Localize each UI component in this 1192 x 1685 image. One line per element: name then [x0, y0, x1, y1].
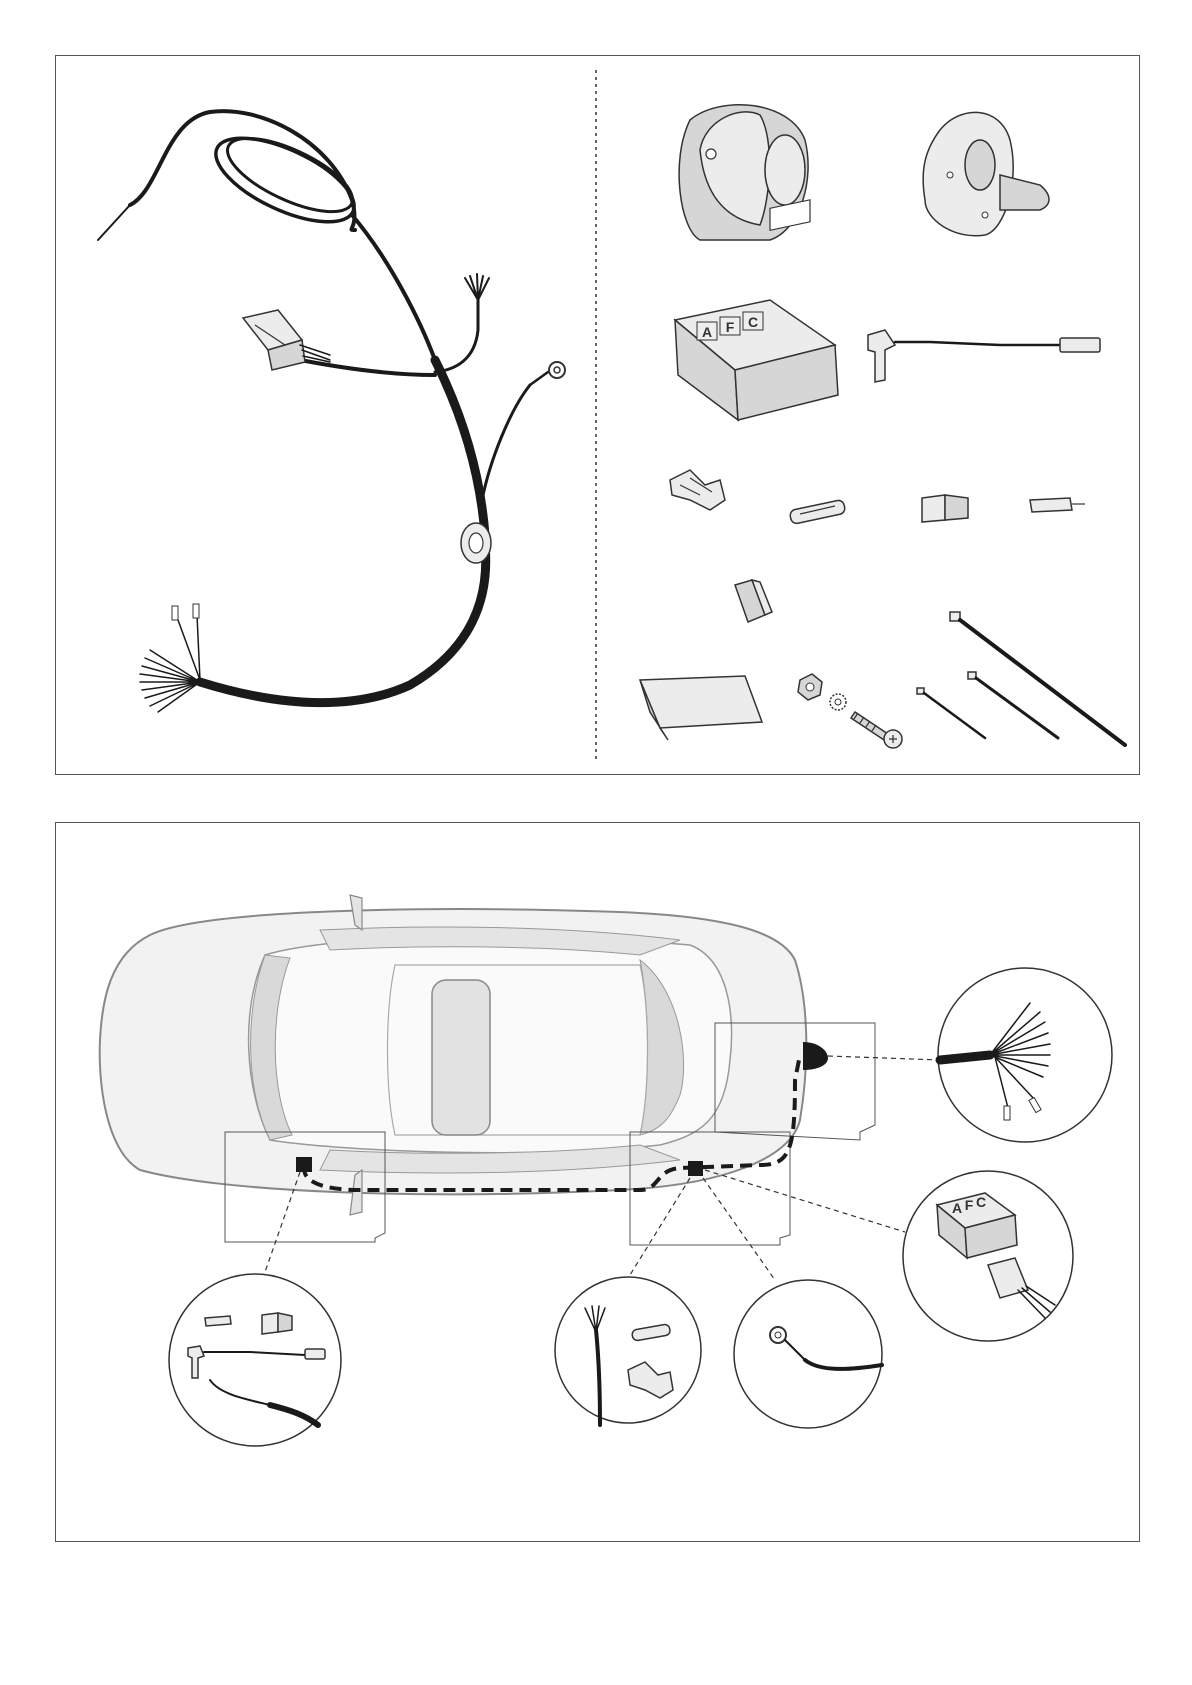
flat-terminal-icon: [1030, 498, 1085, 512]
module-logo-letter: F: [965, 1197, 974, 1213]
detail-circle-front-connection: [169, 1274, 341, 1446]
detail-circle-ground-terminal: [734, 1280, 882, 1428]
detail-circle-control-module: A F C: [903, 1171, 1073, 1341]
detail-circle-fuse-splice: [555, 1277, 701, 1425]
ring-terminal-icon: [549, 362, 565, 378]
fuse-tap-cable-icon: [868, 330, 1100, 382]
detail-circle-rear-wires: [938, 968, 1112, 1142]
module-logo-letter: C: [976, 1194, 986, 1210]
wiring-harness: [98, 111, 565, 712]
module-logo-letter: A: [702, 324, 712, 340]
relay-connector-icon: [735, 580, 772, 622]
fuse-icon: [789, 499, 846, 524]
cable-tie-short-icon: [917, 688, 985, 738]
connection-point-rear: [688, 1161, 703, 1176]
module-logo-letter: C: [748, 314, 758, 330]
connector-housing-icon: [922, 495, 968, 522]
washer-icon: [830, 694, 846, 710]
screw-icon: [851, 712, 902, 748]
socket-position-marker: [803, 1042, 828, 1070]
grommet-icon: [461, 523, 491, 563]
nut-icon: [798, 674, 822, 700]
module-logo-letter: F: [726, 319, 735, 335]
module-logo-letter: A: [952, 1200, 962, 1216]
adhesive-pad-icon: [640, 676, 762, 740]
harness-plug-icon: [243, 310, 330, 370]
socket-mounting-plate-icon: [923, 112, 1049, 235]
splice-connectors-icon: [670, 470, 725, 510]
connection-point-front: [296, 1157, 312, 1172]
